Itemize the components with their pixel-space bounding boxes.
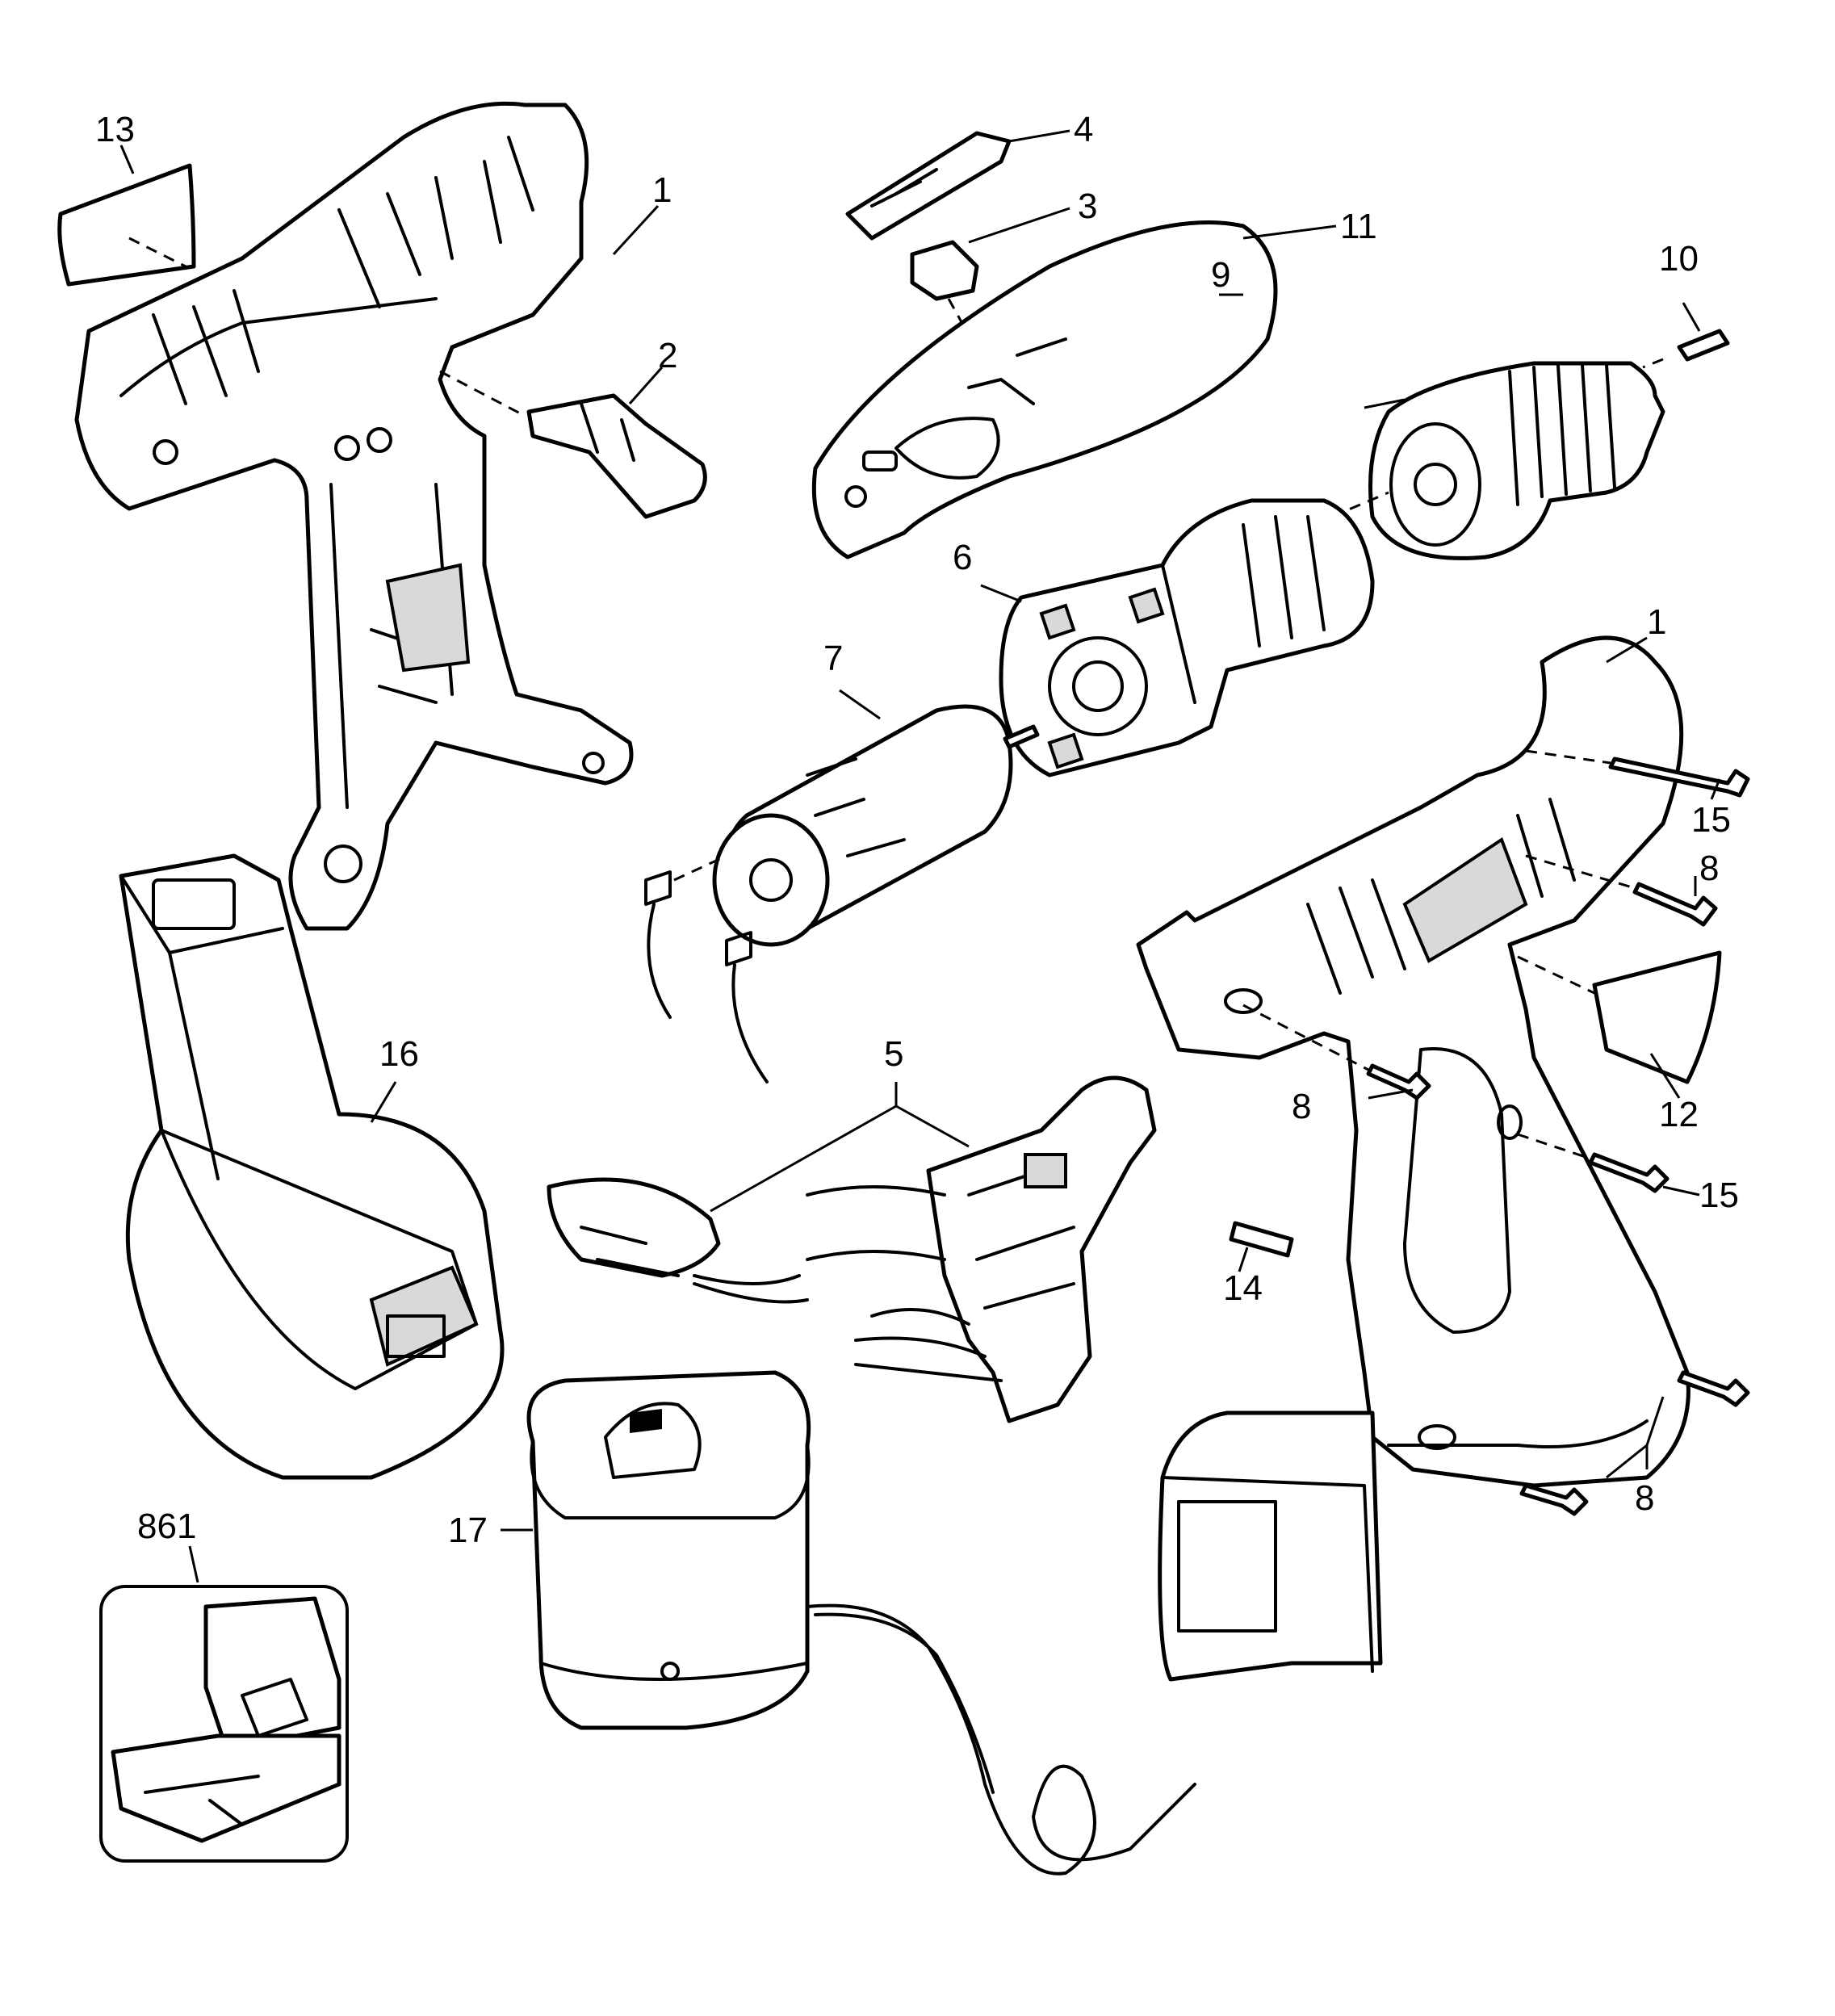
part-2-slider [439, 367, 707, 519]
callout-4: 4 [1074, 110, 1093, 149]
callout-7: 7 [823, 639, 843, 678]
part-8-screws [1242, 854, 1750, 1516]
callout-6: 6 [953, 538, 972, 577]
callout-12: 12 [1659, 1095, 1699, 1134]
part-14-pin [1229, 1221, 1294, 1272]
part-13-label [57, 145, 196, 287]
callout-10: 10 [1659, 239, 1699, 279]
part-4-bit [845, 129, 1070, 241]
part-1-right-housing [1136, 635, 1690, 1488]
part-15-screws [1517, 749, 1750, 1197]
callout-16: 16 [379, 1034, 419, 1074]
callout-5: 5 [884, 1034, 903, 1074]
part-5-switch [547, 1075, 1157, 1423]
callout-15-bottom: 15 [1699, 1176, 1739, 1215]
part-1-left-housing [74, 101, 660, 931]
callout-11: 11 [1340, 207, 1377, 246]
callout-1-left: 1 [652, 170, 672, 210]
callout-14: 14 [1223, 1268, 1263, 1308]
part-12-label [1517, 950, 1722, 1099]
part-10-screw [1642, 302, 1730, 369]
part-11-cover [811, 220, 1337, 560]
callout-8-mid: 8 [1292, 1087, 1311, 1126]
callout-1-right: 1 [1647, 602, 1666, 642]
callout-13: 13 [95, 110, 135, 149]
part-17-charger [501, 1370, 1383, 1876]
callout-8-bottom: 8 [1635, 1478, 1654, 1518]
part-7-motor [644, 689, 1040, 1083]
callout-15-top: 15 [1691, 800, 1731, 840]
callout-17: 17 [448, 1511, 488, 1550]
callout-2: 2 [658, 336, 677, 375]
callout-3: 3 [1078, 187, 1097, 226]
callout-labels: 13 1 2 4 3 11 9 10 6 7 1 15 8 16 5 8 12 … [95, 110, 1739, 1550]
part-861-case [99, 1545, 349, 1863]
callout-861: 861 [137, 1507, 196, 1546]
callout-9: 9 [1211, 255, 1230, 295]
part-16-battery [119, 853, 505, 1480]
callout-8-top: 8 [1699, 849, 1719, 888]
part-6-gearbox [980, 498, 1375, 777]
